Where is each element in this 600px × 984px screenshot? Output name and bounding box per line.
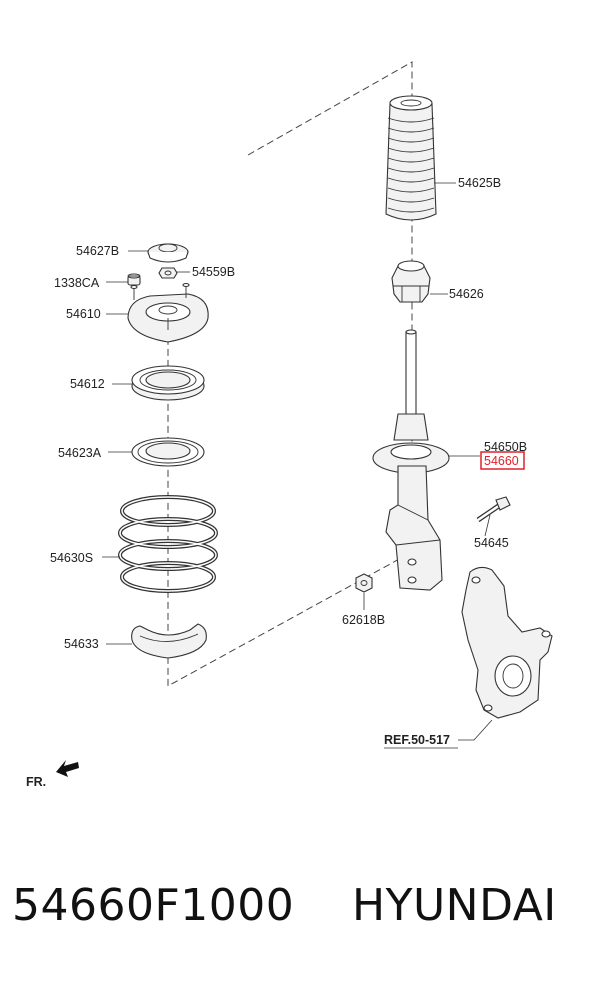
label-54633: 54633 [64,637,99,651]
part-54645-bolt[interactable] [476,496,511,523]
label-ref: REF.50-517 [384,733,450,747]
label-54559B: 54559B [192,265,235,279]
part-steering-knuckle[interactable] [461,566,553,719]
label-54627B: 54627B [76,244,119,258]
part-54612-bearing[interactable] [131,365,205,401]
part-54630S-spring[interactable] [118,495,218,593]
strut-assembly-diagram: 54625B 54626 54627B 54559B 1338CA 54610 … [26,61,553,789]
label-54625B: 54625B [458,176,501,190]
caption-part-number: 54660F1000 [12,880,295,931]
part-62618B-nut[interactable] [355,573,373,593]
label-54645: 54645 [474,536,509,550]
label-1338CA: 1338CA [54,276,100,290]
part-54625B-dust-boot[interactable] [385,95,437,221]
label-54650B: 54650B [484,440,527,454]
caption: 54660F1000 HYUNDAI [0,870,600,950]
highlight-box-54660 [480,451,525,470]
part-54559B-nut[interactable] [158,267,178,279]
label-62618B: 62618B [342,613,385,627]
exploded-view-boundary [167,61,413,687]
label-54630S: 54630S [50,551,93,565]
label-54660[interactable]: 54660 [484,454,519,468]
front-arrow-icon [56,760,79,777]
part-54660-strut-assembly[interactable] [372,329,450,591]
part-54633-lower-pad[interactable] [131,623,207,659]
part-54626-bump-stop[interactable] [391,260,431,303]
part-54623A-pad[interactable] [131,437,205,467]
label-54612: 54612 [70,377,105,391]
part-54610-mount[interactable] [127,282,209,343]
part-1338CA-nut[interactable] [127,273,141,286]
leader-lines [102,182,493,741]
caption-brand: HYUNDAI [352,880,557,931]
part-54627B-cap[interactable] [147,243,189,263]
label-54610: 54610 [66,307,101,321]
label-54623A: 54623A [58,446,102,460]
label-fr: FR. [26,775,46,789]
label-54626: 54626 [449,287,484,301]
